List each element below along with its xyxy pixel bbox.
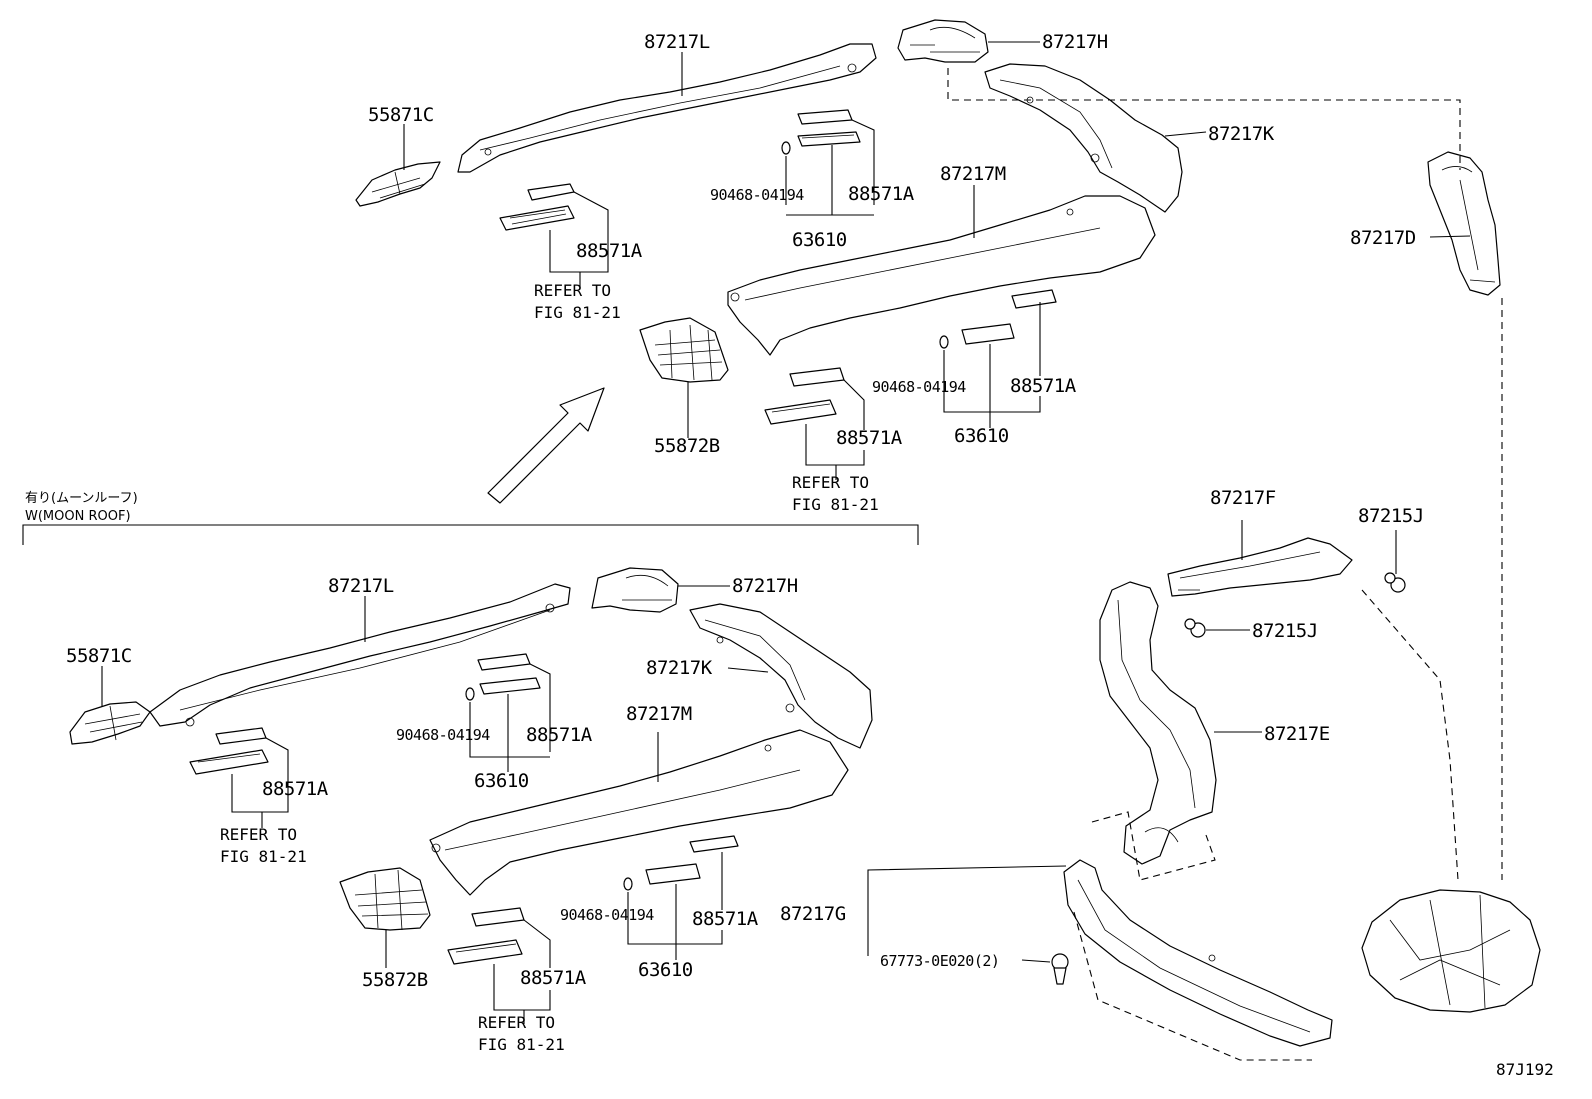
- diagram-id: 87J192: [1496, 1060, 1554, 1079]
- part-55872B-top: [639, 317, 729, 383]
- label-88571A-top-mid: 88571A: [848, 183, 915, 205]
- vent-88571A-top-lower: [764, 367, 845, 425]
- label-87217L-top: 87217L: [644, 31, 710, 53]
- label-87217E: 87217E: [1264, 723, 1330, 745]
- label-55871C-top: 55871C: [368, 104, 434, 126]
- part-55871C-bottom: [69, 701, 151, 745]
- section-title-jp: 有り(ムーンルーフ): [25, 491, 138, 506]
- label-90468-bottom-right: 90468-04194: [560, 906, 654, 924]
- label-88571A-top-lower: 88571A: [836, 427, 903, 449]
- label-88571A-top-left: 88571A: [576, 240, 643, 262]
- view-arrow: [487, 387, 605, 504]
- label-88571A-bottom-mid: 88571A: [526, 724, 593, 746]
- label-87217F: 87217F: [1210, 487, 1276, 509]
- label-90468-bottom-mid: 90468-04194: [396, 726, 490, 744]
- clip-87215J-2: [1184, 618, 1206, 638]
- vent-88571A-top-left: [499, 183, 575, 231]
- leader-lines: [101, 41, 1471, 1024]
- label-refer-bottom-lower: REFER TO: [478, 1013, 555, 1032]
- label-87215J-top: 87215J: [1358, 505, 1424, 527]
- label-90468-top-mid: 90468-04194: [710, 186, 804, 204]
- label-63610-top-right: 63610: [954, 425, 1009, 447]
- label-55872B-bottom: 55872B: [362, 969, 428, 991]
- ac-unit: [1361, 889, 1541, 1013]
- label-87217G: 87217G: [780, 903, 846, 925]
- vent-88571A-bottom-mid: [465, 653, 541, 701]
- label-88571A-bottom-left: 88571A: [262, 778, 329, 800]
- vent-88571A-bottom-left: [189, 727, 269, 775]
- duct-87217F: [1167, 537, 1353, 597]
- label-87217M-top: 87217M: [940, 163, 1006, 185]
- label-63610-bottom-right: 63610: [638, 959, 693, 981]
- part-55872B-bottom: [339, 867, 431, 931]
- dashed-connectors: [947, 68, 1503, 1061]
- vent-88571A-top-mid: [781, 109, 861, 155]
- label-refer-top-left: REFER TO: [534, 281, 611, 300]
- duct-87217L-bottom: [149, 583, 571, 727]
- part-87217H-bottom: [591, 567, 679, 613]
- label-87217D: 87217D: [1350, 227, 1416, 249]
- label-63610-bottom-mid: 63610: [474, 770, 529, 792]
- label-refer-top-lower: REFER TO: [792, 473, 869, 492]
- clip-67773: [1051, 953, 1069, 985]
- label-88571A-top-right: 88571A: [1010, 375, 1077, 397]
- label-67773: 67773-0E020(2): [880, 952, 999, 970]
- label-fig-bottom-lower: FIG 81-21: [478, 1035, 565, 1054]
- label-87215J-mid: 87215J: [1252, 620, 1318, 642]
- duct-87217K-top: [984, 63, 1183, 213]
- label-87217H-bottom: 87217H: [732, 575, 798, 597]
- label-fig-bottom-left: FIG 81-21: [220, 847, 307, 866]
- section-bracket: [22, 524, 919, 545]
- label-88571A-bottom-lower: 88571A: [520, 967, 587, 989]
- clip-87215J-1: [1384, 572, 1406, 593]
- label-87217L-bottom: 87217L: [328, 575, 394, 597]
- duct-87217K-bottom: [689, 603, 873, 749]
- label-63610-top-mid: 63610: [792, 229, 847, 251]
- label-fig-top-lower: FIG 81-21: [792, 495, 879, 514]
- part-87217H-top: [897, 19, 989, 63]
- duct-87217E: [1099, 581, 1217, 865]
- label-87217H-top: 87217H: [1042, 31, 1108, 53]
- label-87217M-bottom: 87217M: [626, 703, 692, 725]
- label-55871C-bottom: 55871C: [66, 645, 132, 667]
- label-87217K-bottom: 87217K: [646, 657, 713, 679]
- label-90468-top-right: 90468-04194: [872, 378, 966, 396]
- label-87217K-top: 87217K: [1208, 123, 1275, 145]
- section-title-en: W(MOON ROOF): [25, 509, 131, 524]
- duct-87217L-top: [457, 43, 877, 173]
- label-55872B-top: 55872B: [654, 435, 720, 457]
- duct-87217M-top: [727, 195, 1156, 356]
- label-fig-top-left: FIG 81-21: [534, 303, 621, 322]
- vent-88571A-bottom-lower: [447, 907, 525, 965]
- duct-87217M-bottom: [429, 729, 849, 896]
- duct-87217G: [1063, 859, 1333, 1047]
- label-88571A-bottom-right: 88571A: [692, 908, 759, 930]
- label-refer-bottom-left: REFER TO: [220, 825, 297, 844]
- duct-87217D: [1427, 151, 1501, 296]
- vent-88571A-bottom-right: [623, 835, 739, 891]
- vent-88571A-top-right: [939, 289, 1057, 349]
